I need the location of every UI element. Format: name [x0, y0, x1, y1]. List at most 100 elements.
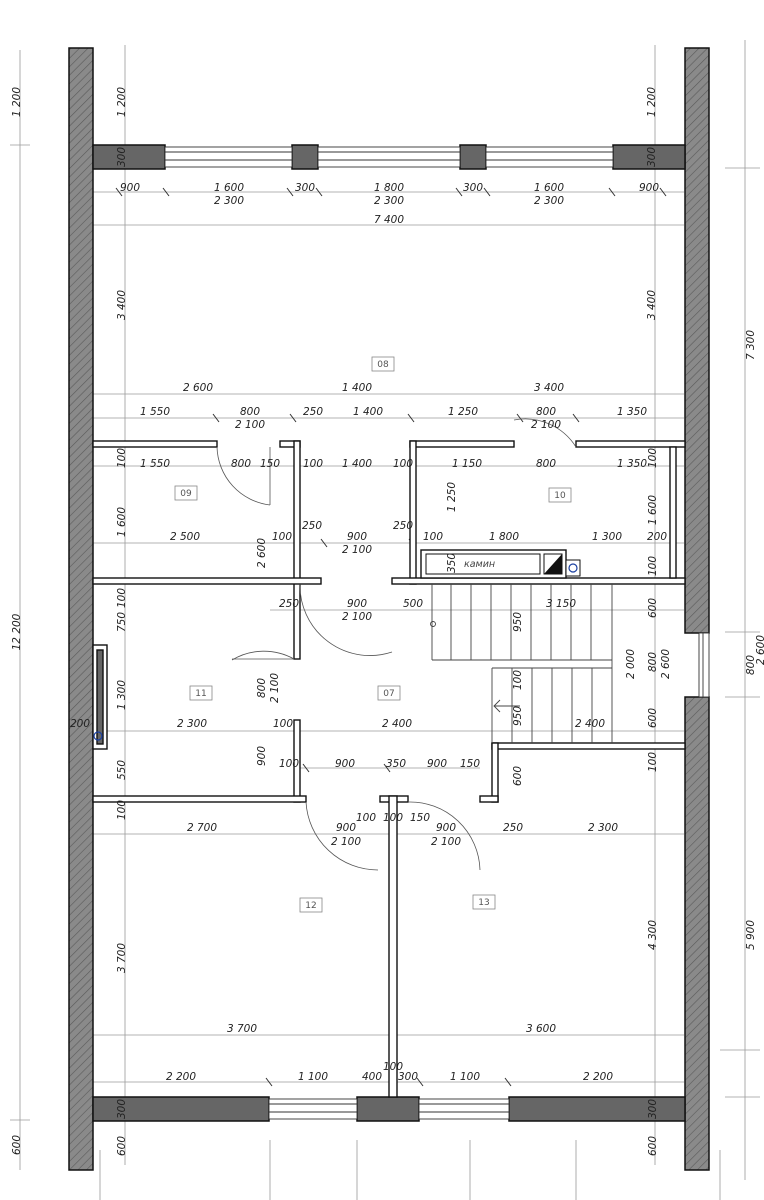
dim-text: 5 900: [745, 920, 757, 950]
dim-text: 2 100: [531, 419, 561, 431]
dim-text: 1 200: [646, 87, 658, 117]
dim-text: 1 800: [489, 531, 519, 543]
dim-text: 100: [116, 448, 128, 468]
dim-text: 7 300: [745, 330, 757, 360]
dim-text: 1 550: [140, 406, 170, 418]
dim-text: 100: [647, 752, 659, 772]
dim-text: 2 300: [588, 822, 618, 834]
dim-text: 2 600: [660, 649, 672, 679]
dim-text: 100: [383, 1061, 403, 1073]
room-label: 13: [478, 898, 489, 908]
dim-text: 100: [512, 670, 524, 690]
dim-text: 800: [240, 406, 260, 418]
dim-text: 900: [427, 758, 447, 770]
dim-text: 1 250: [448, 406, 478, 418]
exterior-walls: [68, 47, 710, 1171]
dim-text: 900: [256, 746, 268, 766]
dim-text: 100: [647, 448, 659, 468]
dim-text: 7 400: [374, 214, 404, 226]
dim-text: 3 700: [116, 943, 128, 973]
dim-text: 300: [116, 147, 128, 167]
dim-text: 100: [116, 800, 128, 820]
room-label: 09: [180, 489, 192, 499]
dim-text: 1 550: [140, 458, 170, 470]
room-label: 11: [195, 689, 206, 699]
dim-text: 250: [302, 520, 322, 532]
fireplace-label: камин: [464, 559, 495, 570]
windows: [164, 146, 710, 1120]
dim-text: 1 600: [116, 507, 128, 537]
dim-text: 1 350: [617, 406, 647, 418]
dim-text: 2 100: [331, 836, 361, 848]
dim-text: 200: [70, 718, 90, 730]
dim-text: 150: [460, 758, 480, 770]
dim-text: 900: [347, 531, 367, 543]
dim-text: 800: [647, 652, 659, 672]
dim-text: 800: [536, 458, 556, 470]
dim-text: 1 400: [342, 382, 372, 394]
dim-text: 100: [393, 458, 413, 470]
dim-text: 100: [116, 588, 128, 608]
dim-text: 900: [436, 822, 456, 834]
dim-text: 550: [116, 760, 128, 780]
interior-walls: [92, 440, 686, 1098]
dim-text: 950: [512, 612, 524, 632]
dim-text: 2 600: [256, 538, 268, 568]
dim-text: 250: [503, 822, 523, 834]
dim-text: 2 300: [177, 718, 207, 730]
dim-text: 12 200: [11, 613, 23, 650]
dim-text: 4 300: [647, 920, 659, 950]
dim-text: 2 300: [534, 195, 564, 207]
dim-text: 800: [231, 458, 251, 470]
room-label: 12: [305, 901, 316, 911]
dim-text: 950: [512, 706, 524, 726]
dim-text: 2 100: [342, 611, 372, 623]
dim-text: 2 100: [269, 673, 281, 703]
dim-text: 1 400: [342, 458, 372, 470]
side-dimensions: 1 200 12 200 600 7 300 800 2 600 5 900: [11, 87, 764, 1155]
dim-text: 1 600: [214, 182, 244, 194]
dim-text: 900: [335, 758, 355, 770]
dim-text: 150: [410, 812, 430, 824]
dim-text: 750: [116, 612, 128, 632]
dim-text: 2 200: [166, 1071, 196, 1083]
staircase: [430, 584, 613, 743]
dim-text: 1 400: [353, 406, 383, 418]
dim-text: 3 600: [526, 1023, 556, 1035]
fireplace: [93, 549, 581, 741]
dim-text: 100: [423, 531, 443, 543]
dim-text: 3 700: [227, 1023, 257, 1035]
dim-text: 300: [116, 1099, 128, 1119]
dim-text: 100: [356, 812, 376, 824]
dim-text: 100: [647, 556, 659, 576]
dim-text: 1 100: [450, 1071, 480, 1083]
dim-text: 300: [398, 1071, 418, 1083]
dimension-texts: 1 200 1 200 300 300 900 1 600 2 300 300 …: [70, 87, 672, 1156]
dim-text: 1 300: [116, 680, 128, 710]
dim-text: 900: [347, 598, 367, 610]
room-label: 10: [554, 491, 566, 501]
dim-text: 1 350: [617, 458, 647, 470]
dim-text: 2 400: [382, 718, 412, 730]
dim-text: 1 800: [374, 182, 404, 194]
dim-text: 600: [11, 1135, 23, 1155]
dim-text: 900: [639, 182, 659, 194]
dim-text: 3 400: [534, 382, 564, 394]
room-label: 08: [377, 360, 389, 370]
room-labels: 08 09 10 11 07 12 13 камин: [174, 356, 572, 913]
dim-text: 250: [303, 406, 323, 418]
dim-text: 350: [386, 758, 406, 770]
dim-text: 100: [279, 758, 299, 770]
room-label: 07: [383, 689, 394, 699]
dim-text: 2 600: [755, 635, 764, 665]
dim-text: 1 200: [116, 87, 128, 117]
dim-text: 250: [393, 520, 413, 532]
dim-text: 1 600: [647, 495, 659, 525]
dim-text: 100: [383, 812, 403, 824]
dim-text: 3 400: [116, 290, 128, 320]
dim-text: 2 300: [214, 195, 244, 207]
dim-text: 600: [647, 598, 659, 618]
door-swings: [216, 418, 577, 871]
dim-text: 2 100: [342, 544, 372, 556]
